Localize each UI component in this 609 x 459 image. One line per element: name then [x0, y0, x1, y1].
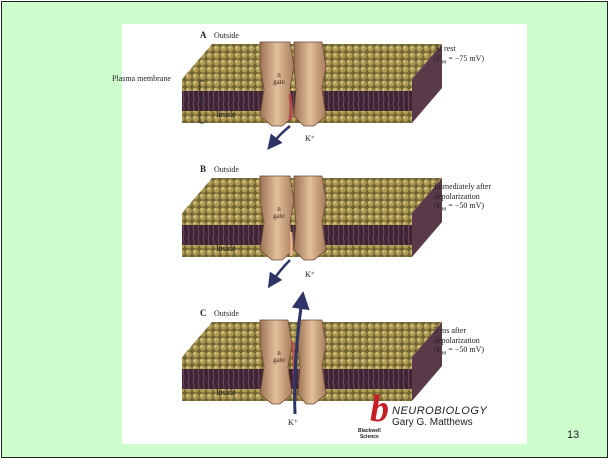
- panel-c-state-note: 5 ms after depolarization (Em = −50 mV): [434, 326, 484, 358]
- panel-c-ion-label: K⁺: [288, 418, 298, 427]
- slide-number: 13: [567, 429, 579, 441]
- panel-b-outside-label: Outside: [214, 165, 239, 174]
- book-title: NEUROBIOLOGY: [392, 405, 487, 417]
- panel-b-state-note: Immediately after depolarization (Em = −…: [434, 182, 491, 214]
- panel-b-inside-label: Inside: [216, 244, 236, 253]
- membrane-a: [182, 42, 442, 144]
- panel-a-outside-label: Outside: [214, 31, 239, 40]
- panel-c-outside-label: Outside: [214, 309, 239, 318]
- panel-a-ion-label: K⁺: [305, 134, 315, 143]
- blackwell-logo: b: [370, 390, 389, 428]
- membrane-b: [182, 176, 442, 282]
- panel-b-letter: B: [200, 164, 206, 174]
- panel-a-inside-label: Inside: [216, 110, 236, 119]
- plasma-membrane-label: Plasma membrane: [112, 74, 171, 83]
- channel-diagram: [122, 24, 527, 444]
- panel-a-letter: A: [200, 30, 207, 40]
- panel-b-ion-label: K⁺: [305, 270, 315, 279]
- panel-a-state-note: At rest (Em = −75 mV): [434, 44, 484, 66]
- book-author: Gary G. Matthews: [392, 417, 473, 428]
- panel-c-inside-label: Inside: [216, 388, 236, 397]
- panel-c-letter: C: [200, 308, 207, 318]
